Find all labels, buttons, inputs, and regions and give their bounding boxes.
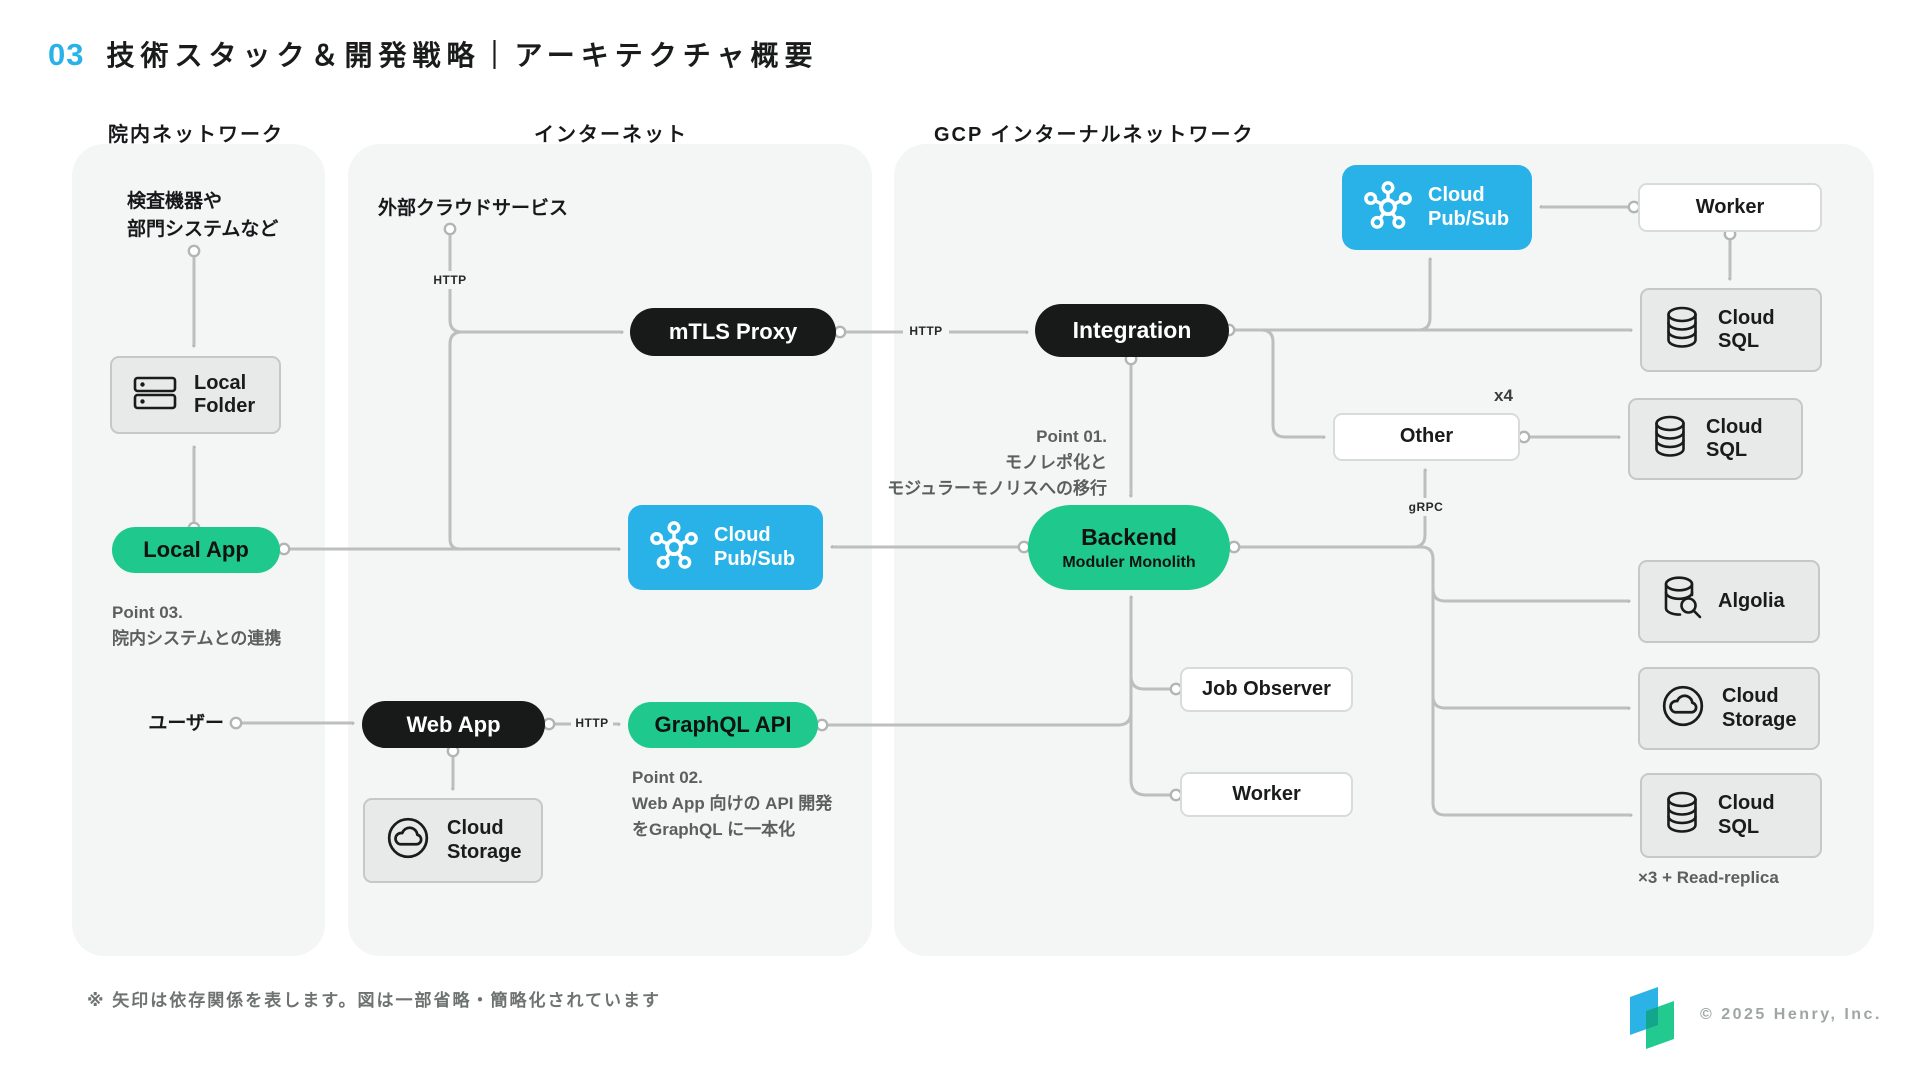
- database-icon: [1650, 414, 1690, 465]
- user-label: ユーザー: [148, 713, 224, 734]
- cloud-sql-3-label: Cloud SQL: [1718, 792, 1775, 838]
- edge-worker-merge: [1129, 778, 1172, 797]
- panel-label-gcp: GCP インターナルネットワーク: [934, 124, 1255, 146]
- web-app-node: Web App: [362, 701, 545, 748]
- search-database-icon: [1660, 575, 1702, 628]
- grpc-label: gRPC: [1403, 498, 1449, 516]
- external-cloud-label: 外部クラウドサービス: [378, 198, 569, 219]
- panel-label-hospital: 院内ネットワーク: [108, 124, 284, 146]
- other-node: Other: [1333, 413, 1520, 461]
- x4-tag: x4: [1494, 386, 1513, 405]
- database-icon: [1662, 790, 1702, 841]
- edge-backend-to-other-grpc: [1411, 468, 1425, 549]
- cloud-icon: [385, 815, 431, 866]
- pubsub-icon: [1362, 179, 1414, 236]
- cloud-sql-2-node: Cloud SQL: [1628, 398, 1803, 480]
- storage-gcp-node: Cloud Storage: [1638, 667, 1820, 750]
- pubsub-icon: [648, 519, 700, 576]
- http-label-mtls: HTTP: [903, 322, 949, 340]
- panel-label-internet: インターネット: [534, 124, 688, 146]
- edge-jobobserver-merge: [1129, 674, 1172, 691]
- pubsub-gcp-node: Cloud Pub/Sub: [1342, 165, 1532, 250]
- local-folder-label: Local Folder: [194, 371, 256, 417]
- integration-node: Integration: [1035, 304, 1229, 357]
- backend-title: Backend: [1081, 523, 1177, 550]
- cloud-icon: [1660, 683, 1706, 734]
- pubsub-internet-label: Cloud Pub/Sub: [714, 524, 796, 570]
- mtls-proxy-node: mTLS Proxy: [630, 308, 836, 356]
- graphql-api-node: GraphQL API: [628, 702, 818, 748]
- pubsub-internet-node: Cloud Pub/Sub: [628, 505, 823, 590]
- point03-note: Point 03. 院内システムとの連携: [112, 603, 282, 648]
- backend-subtitle: Moduler Monolith: [1062, 553, 1196, 571]
- slide-title: 技術スタック＆開発戦略｜アーキテクチャ概要: [106, 40, 819, 71]
- point01-note: Point 01. モノレポ化と モジュラーモノリスへの移行: [887, 427, 1107, 498]
- storage-gcp-label: Cloud Storage: [1722, 685, 1797, 731]
- slide-number: 03: [48, 37, 85, 72]
- cloud-sql-1-node: Cloud SQL: [1640, 288, 1822, 372]
- edge-integration-to-pubsubgcp: [1416, 257, 1430, 332]
- algolia-label: Algolia: [1718, 589, 1785, 612]
- storage-internet-label: Cloud Storage: [447, 817, 522, 863]
- footer-note: ※ 矢印は依存関係を表します。図は一部省略・簡略化されています: [87, 991, 662, 1010]
- cloud-sql-3-node: Cloud SQL: [1640, 773, 1822, 858]
- edge-backend-to-storagegcp: [1431, 694, 1631, 708]
- local-folder-node: Local Folder: [110, 356, 281, 434]
- database-icon: [1662, 305, 1702, 356]
- point02-note: Point 02. Web App 向けの API 開発 をGraphQL に一…: [632, 768, 833, 839]
- server-icon: [132, 373, 178, 418]
- backend-node: Backend Moduler Monolith: [1028, 505, 1230, 590]
- http-label-extcloud: HTTP: [431, 271, 469, 289]
- worker-top-node: Worker: [1638, 183, 1822, 232]
- edge-extcloud-to-mtls: [448, 234, 624, 332]
- edge-localapp-branch-to-mtls: [448, 330, 464, 551]
- henry-logo: [1628, 983, 1678, 1058]
- local-app-node: Local App: [112, 527, 280, 573]
- http-label-webapp: HTTP: [571, 714, 613, 732]
- job-observer-node: Job Observer: [1180, 667, 1353, 712]
- worker-bottom-node: Worker: [1180, 772, 1353, 817]
- page-title: 03 技術スタック＆開発戦略｜アーキテクチャ概要: [48, 34, 819, 74]
- edge-backend-to-algolia: [1431, 587, 1631, 601]
- devices-note: 検査機器や 部門システムなど: [127, 191, 279, 240]
- cloud-sql-2-label: Cloud SQL: [1706, 415, 1763, 461]
- copyright-text: © 2025 Henry, Inc.: [1700, 1006, 1882, 1023]
- storage-internet-node: Cloud Storage: [363, 798, 543, 883]
- pubsub-gcp-label: Cloud Pub/Sub: [1428, 184, 1510, 230]
- edge-graphql-to-backend: [826, 710, 1133, 727]
- edge-integration-to-other: [1259, 328, 1326, 437]
- algolia-node: Algolia: [1638, 560, 1820, 643]
- cloud-sql-1-label: Cloud SQL: [1718, 306, 1775, 352]
- edge-backend-to-sql3: [1238, 545, 1633, 815]
- replica-tag: ×3 + Read-replica: [1638, 868, 1779, 887]
